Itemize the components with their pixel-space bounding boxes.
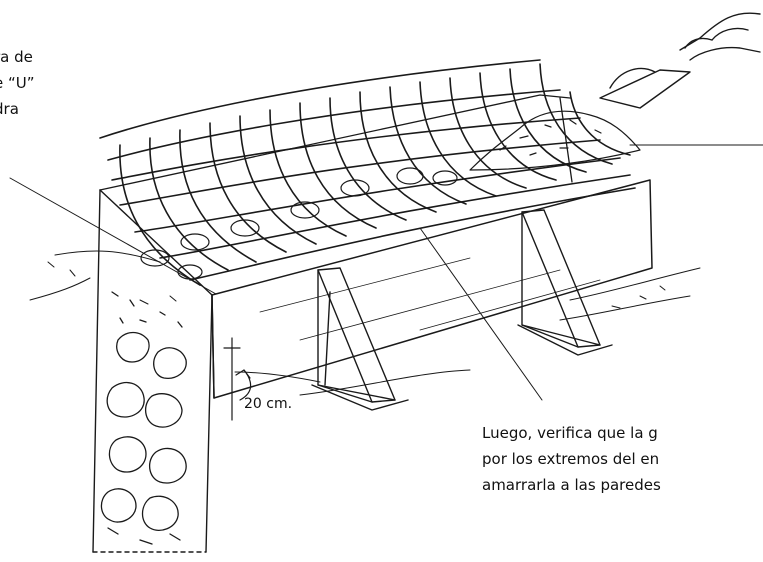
left-callout-line: ra de (0, 48, 33, 66)
callout-leaders (9, 144, 763, 401)
hand-with-trowel-icon (599, 12, 761, 109)
bottom-callout-line: por los extremos del en (482, 450, 660, 468)
formwork-board (211, 179, 653, 399)
stone-icon (180, 233, 210, 251)
ground-surface (29, 250, 701, 396)
stone-icon (145, 393, 183, 428)
left-callout-text: ra de e “U” dra (0, 44, 35, 122)
stone-icon (396, 167, 424, 185)
measure-label: 20 cm. (244, 396, 293, 412)
stone-icon (340, 179, 370, 197)
depth-measure (223, 337, 252, 421)
left-callout-line: e “U” (0, 74, 35, 92)
foundation-stones (100, 291, 187, 545)
stone-icon (230, 219, 260, 237)
stone-icon (108, 436, 147, 473)
stone-icon (290, 201, 320, 219)
stone-icon (153, 347, 187, 379)
stone-icon (141, 495, 179, 531)
left-callout-line: dra (0, 100, 19, 118)
stone-icon (100, 488, 137, 523)
wooden-support-icon (311, 267, 409, 411)
stone-icon (432, 170, 458, 186)
concrete-pile (469, 110, 641, 171)
wooden-support-icon (517, 209, 613, 356)
channel-stones (140, 167, 458, 280)
stone-icon (140, 249, 170, 267)
stone-icon (149, 447, 187, 484)
stone-icon (106, 381, 145, 418)
bottom-callout-line: Luego, verifica que la g (482, 424, 658, 442)
stone-icon (116, 331, 150, 363)
bottom-callout-text: Luego, verifica que la g por los extremo… (482, 420, 661, 498)
wire-mesh-icon (99, 59, 636, 286)
bottom-callout-line: amarrarla a las paredes (482, 476, 661, 494)
back-formwork (99, 94, 573, 191)
